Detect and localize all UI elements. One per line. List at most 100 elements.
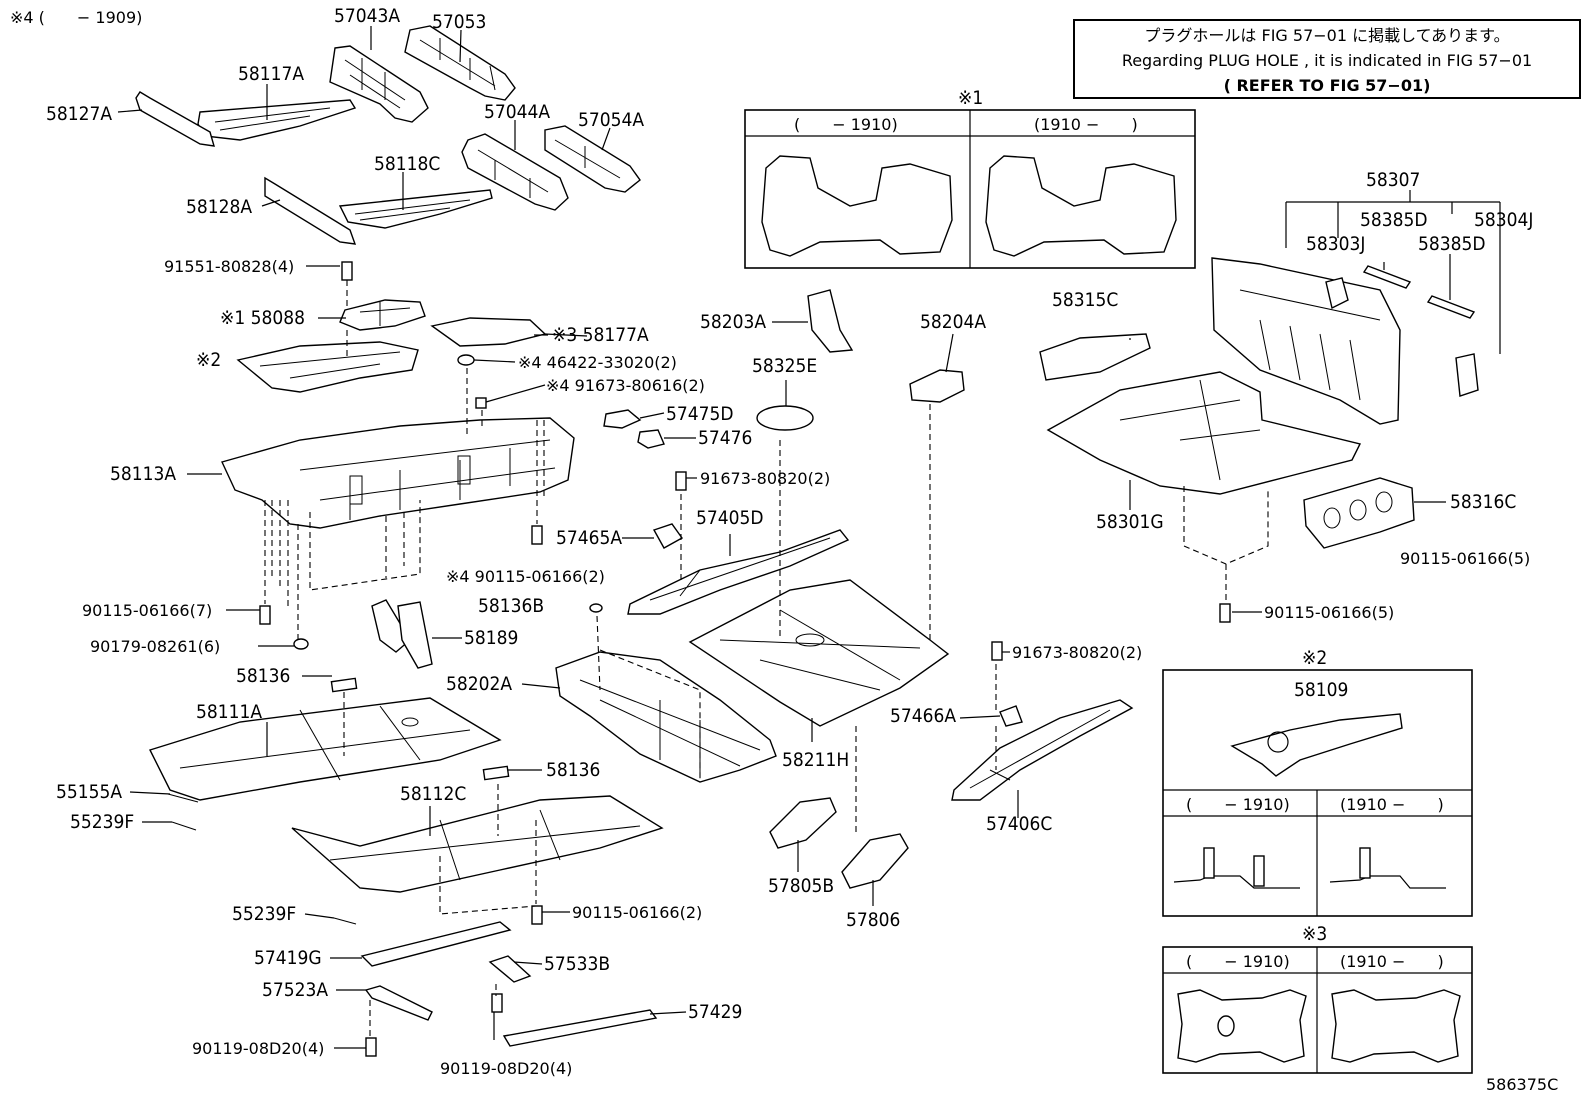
inset-1-col1: ( − 1910) (794, 115, 898, 134)
label-58189[interactable]: 58189 (464, 627, 518, 649)
label-58325E[interactable]: 58325E (752, 355, 817, 377)
label-90119-08D20-left[interactable]: 90119-08D20(4) (192, 1039, 324, 1058)
label-57406C[interactable]: 57406C (986, 813, 1052, 835)
label-57466A[interactable]: 57466A (890, 705, 956, 727)
label-57419G[interactable]: 57419G (254, 947, 322, 969)
label-55239F-upper[interactable]: 55239F (70, 811, 134, 833)
label-55239F-lower[interactable]: 55239F (232, 903, 296, 925)
inset-3: ※3 ( − 1910) (1910 − ) (1162, 923, 1473, 1074)
label-91673-80616[interactable]: ※4 91673-80616(2) (546, 376, 705, 395)
label-58117A[interactable]: 58117A (238, 63, 304, 85)
part-58111A-shape (149, 697, 502, 801)
label-58112C[interactable]: 58112C (400, 783, 466, 805)
label-57429[interactable]: 57429 (688, 1001, 742, 1023)
part-58385D-lower-shape (1426, 295, 1476, 319)
label-57476[interactable]: 57476 (698, 427, 752, 449)
label-57523A[interactable]: 57523A (262, 979, 328, 1001)
label-90115-06166-7[interactable]: 90115-06166(7) (82, 601, 212, 620)
part-58203A-shape (807, 289, 854, 353)
part-58189-shape (371, 599, 433, 669)
label-57054A[interactable]: 57054A (578, 109, 644, 131)
label-57475D[interactable]: 57475D (666, 403, 734, 425)
inset-2-title: ※2 (1302, 647, 1327, 669)
label-58127A[interactable]: 58127A (46, 103, 112, 125)
part-58202A-shape (555, 651, 777, 783)
label-58204A[interactable]: 58204A (920, 311, 986, 333)
label-90179-08261[interactable]: 90179-08261(6) (90, 637, 220, 656)
part-58117A-shape (197, 99, 357, 141)
part-58325E-shape (756, 405, 814, 431)
label-58385D-lower[interactable]: 58385D (1418, 233, 1486, 255)
label-57044A[interactable]: 57044A (484, 101, 550, 123)
part-58128A-shape (264, 176, 357, 245)
label-58118C[interactable]: 58118C (374, 153, 440, 175)
label-57806[interactable]: 57806 (846, 909, 900, 931)
part-57465A-shape (652, 523, 684, 549)
label-58303J[interactable]: 58303J (1306, 233, 1365, 255)
note-line-english: Regarding PLUG HOLE , it is indicated in… (1121, 51, 1533, 70)
bolt-90115-2-upper-shape (531, 525, 543, 545)
part-57044A-shape (461, 133, 569, 211)
part-57806-shape (841, 833, 909, 889)
label-90119-08D20-right[interactable]: 90119-08D20(4) (440, 1059, 572, 1078)
part-57406C-shape (951, 699, 1134, 801)
label-58211H[interactable]: 58211H (782, 749, 849, 771)
label-58088[interactable]: ※1 58088 (220, 307, 305, 329)
label-58202A[interactable]: 58202A (446, 673, 512, 695)
label-bracket-2[interactable]: ※2 (196, 349, 221, 371)
label-58113A[interactable]: 58113A (110, 463, 176, 485)
inset-1: ※1 ( − 1910) (1910 − ) (744, 87, 1196, 269)
label-58177A[interactable]: ※3 58177A (552, 324, 649, 346)
label-58304J[interactable]: 58304J (1474, 209, 1533, 231)
part-57053-shape (404, 25, 516, 101)
label-57465A[interactable]: 57465A (556, 527, 622, 549)
label-46422-33020[interactable]: ※4 46422-33020(2) (518, 353, 677, 372)
part-bracket-2-shape (236, 341, 419, 393)
part-58136B-shape (589, 603, 603, 613)
part-57523A-shape (364, 985, 433, 1021)
label-90115-06166-5-right[interactable]: 90115-06166(5) (1400, 549, 1530, 568)
part-55239F-lower-shape (333, 917, 357, 925)
label-58136-upper[interactable]: 58136 (236, 665, 290, 687)
part-57419G-shape (360, 921, 512, 967)
bolt-91673-80820-upper-shape (675, 471, 687, 491)
part-57466A-shape (999, 705, 1023, 727)
label-58385D-upper[interactable]: 58385D (1360, 209, 1428, 231)
label-57053[interactable]: 57053 (432, 11, 486, 33)
label-58203A[interactable]: 58203A (700, 311, 766, 333)
label-58316C[interactable]: 58316C (1450, 491, 1516, 513)
label-57405D[interactable]: 57405D (696, 507, 764, 529)
label-58307[interactable]: 58307 (1366, 169, 1420, 191)
bolt-90119-right-shape (491, 993, 503, 1013)
bolt-90179-shape (293, 638, 309, 650)
bolt-90115-7-shape (259, 605, 271, 625)
label-91551-80828[interactable]: 91551-80828(4) (164, 257, 294, 276)
label-91673-80820-lower[interactable]: 91673-80820(2) (1012, 643, 1142, 662)
label-55155A[interactable]: 55155A (56, 781, 122, 803)
label-90115-06166-2-lower[interactable]: 90115-06166(2) (572, 903, 702, 922)
label-57805B[interactable]: 57805B (768, 875, 834, 897)
part-58127A-shape (135, 91, 215, 147)
bolt-91673-80820-lower-shape (991, 641, 1003, 661)
part-46422-shape (457, 354, 475, 366)
label-58111A[interactable]: 58111A (196, 701, 262, 723)
part-57043A-shape (329, 45, 429, 123)
label-90115-06166-5-center[interactable]: 90115-06166(5) (1264, 603, 1394, 622)
label-91673-80820-upper[interactable]: 91673-80820(2) (700, 469, 830, 488)
label-58315C[interactable]: 58315C (1052, 289, 1118, 311)
inset-2-part-label: 58109 (1294, 679, 1348, 701)
part-58316C-shape (1303, 477, 1415, 549)
label-58301G[interactable]: 58301G (1096, 511, 1164, 533)
label-57533B[interactable]: 57533B (544, 953, 610, 975)
label-58136-lower[interactable]: 58136 (546, 759, 600, 781)
label-90115-06166-2-upper[interactable]: ※4 90115-06166(2) (446, 567, 605, 586)
leader-lines (117, 26, 1501, 1049)
inset-3-plate-left (1177, 989, 1307, 1063)
label-58128A[interactable]: 58128A (186, 196, 252, 218)
inset-3-title: ※3 (1302, 923, 1327, 945)
part-58112C-shape (291, 795, 664, 893)
inset-1-bracket-left (761, 155, 953, 257)
label-57043A[interactable]: 57043A (334, 5, 400, 27)
label-58136B[interactable]: 58136B (478, 595, 544, 617)
